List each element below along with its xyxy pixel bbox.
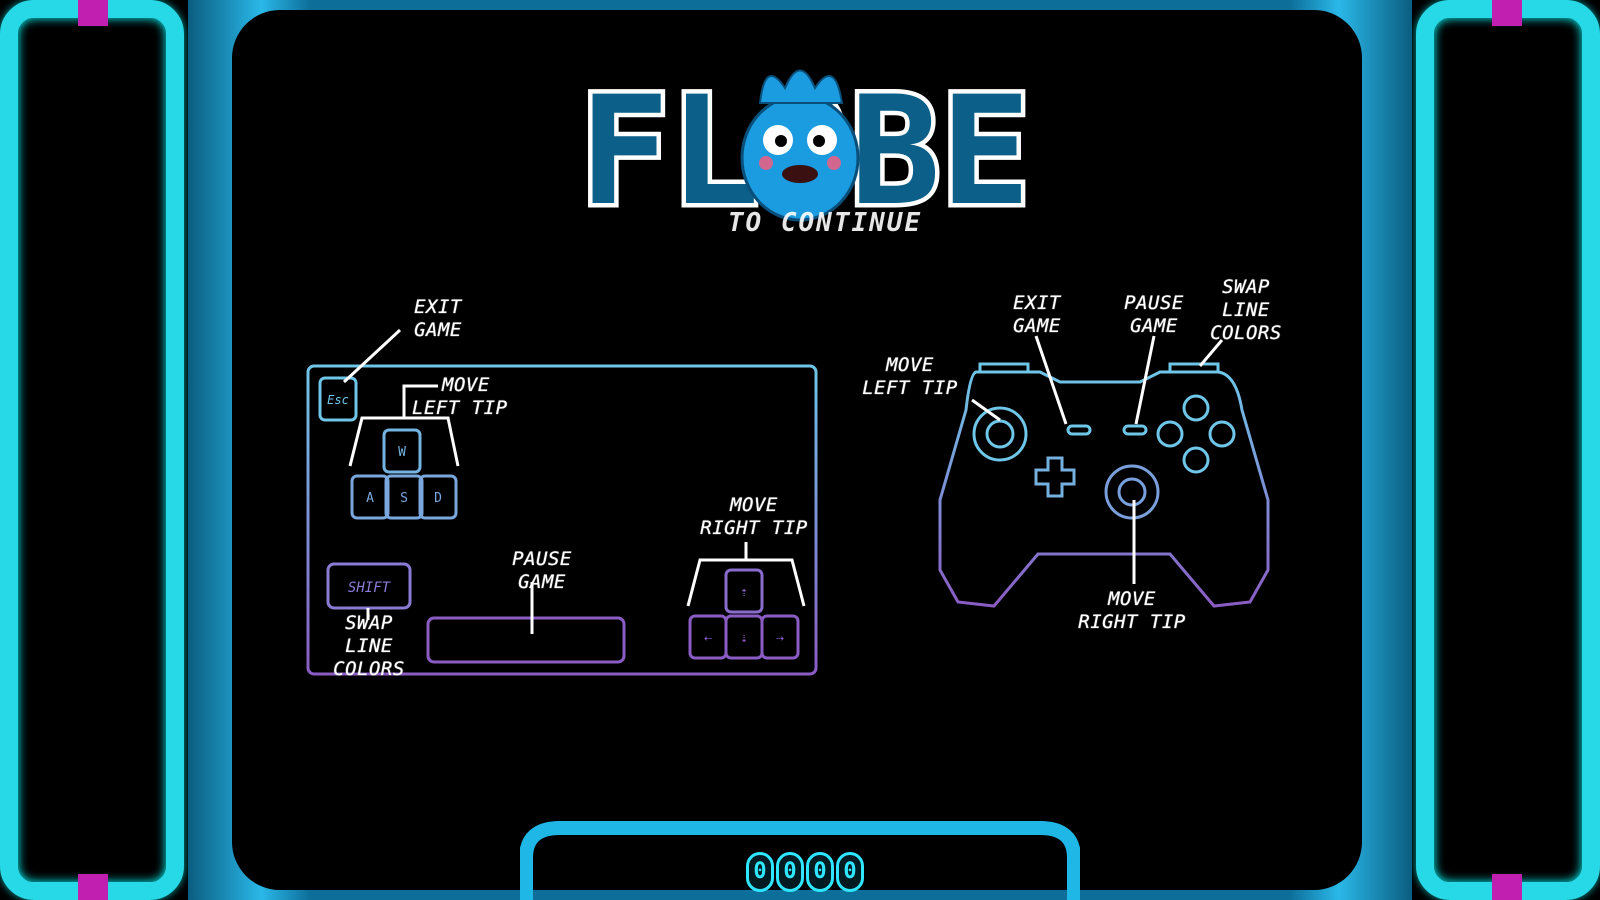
left-pillar-top-cap	[78, 0, 108, 26]
fish-mascot-icon	[740, 69, 860, 222]
right-arrow-label: ⇢	[776, 631, 784, 646]
spacebar-key	[426, 616, 626, 664]
score-tray	[520, 821, 1080, 900]
s-key	[384, 474, 424, 520]
gamepad-outline	[938, 370, 1270, 608]
w-key-label: W	[398, 445, 406, 460]
keyboard-diagram: Esc W A S D SHIFT ⇡ ⇠ ⇣ ⇢	[306, 328, 818, 676]
flobe-logo: FLOBE	[575, 61, 1036, 224]
d-key	[418, 474, 458, 520]
left-stick	[972, 406, 1028, 462]
gamepad-diagram	[938, 335, 1270, 608]
a-key	[350, 474, 390, 520]
keyboard-outline	[306, 364, 818, 676]
face-button-bottom	[1182, 446, 1210, 474]
start-button	[1122, 424, 1148, 436]
face-button-top	[1182, 394, 1210, 422]
down-arrow-label: ⇣	[740, 631, 748, 646]
right-pillar-bottom-cap	[1492, 874, 1522, 900]
s-key-label: S	[400, 491, 408, 506]
a-key-label: A	[366, 491, 374, 506]
right-pillar	[1416, 0, 1600, 900]
esc-key	[318, 376, 358, 422]
face-button-right	[1208, 420, 1236, 448]
esc-key-label: Esc	[327, 393, 349, 407]
score-digit: 0	[746, 852, 774, 892]
shift-key-label: SHIFT	[348, 580, 392, 596]
back-button	[1066, 424, 1092, 436]
left-bumper	[978, 362, 1030, 374]
up-arrow-label: ⇡	[740, 585, 748, 600]
left-pillar	[0, 0, 184, 900]
score-digit: 0	[836, 852, 864, 892]
right-bumper	[1168, 362, 1220, 374]
right-stick	[1104, 464, 1160, 520]
face-button-left	[1156, 420, 1184, 448]
score-display: 0 0 0 0	[746, 852, 864, 892]
score-digit: 0	[776, 852, 804, 892]
right-pillar-top-cap	[1492, 0, 1522, 26]
score-digit: 0	[806, 852, 834, 892]
up-arrow-key	[724, 568, 764, 614]
continue-text: TO CONTINUE	[727, 208, 923, 238]
right-arrow-key	[760, 614, 800, 660]
w-key	[382, 428, 422, 474]
left-pillar-bottom-cap	[78, 874, 108, 900]
dpad-icon	[1034, 456, 1076, 498]
left-arrow-label: ⇠	[704, 631, 712, 646]
d-key-label: D	[434, 491, 442, 506]
